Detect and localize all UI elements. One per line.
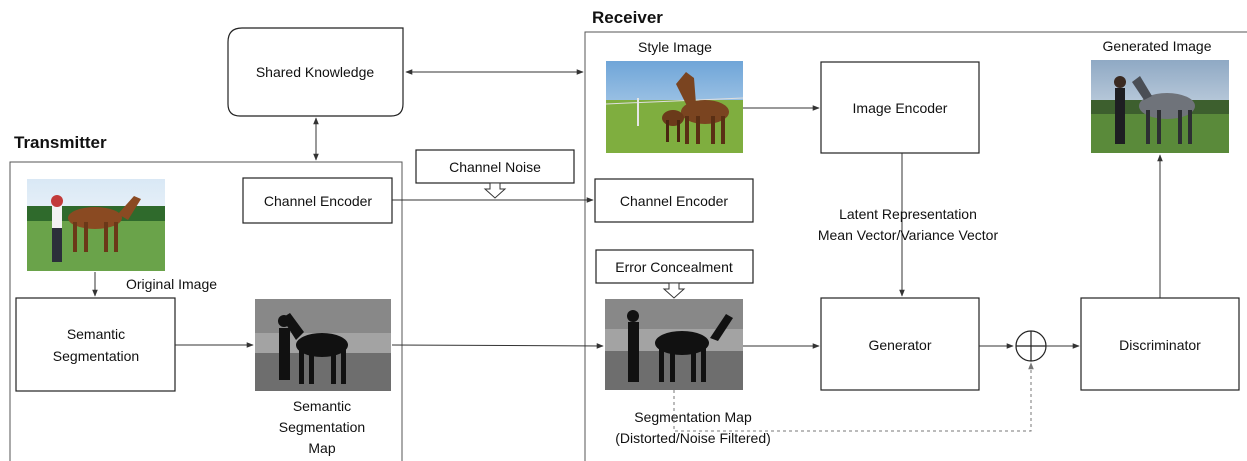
semantic-segmentation-box[interactable]: Semantic Segmentation (15, 297, 176, 392)
original-image (27, 179, 165, 271)
svg-text:Channel Encoder: Channel Encoder (264, 193, 373, 209)
segmentation-map-label-2: (Distorted/Noise Filtered) (615, 430, 771, 446)
svg-text:Generator: Generator (868, 337, 931, 353)
style-image (605, 61, 744, 153)
generator-box[interactable]: Generator (820, 297, 980, 391)
receiver-panel (584, 31, 1247, 461)
svg-text:Error Concealment: Error Concealment (615, 259, 733, 275)
svg-text:Image Encoder: Image Encoder (853, 100, 948, 116)
segmentation-skip-path (673, 362, 1034, 432)
semantic-segmentation-map-label-1: Semantic (293, 398, 351, 414)
circle-plus-icon (1015, 330, 1047, 362)
image-encoder-box[interactable]: Image Encoder (820, 61, 980, 154)
error-concealment-arrow-icon (662, 282, 686, 299)
svg-text:Channel Noise: Channel Noise (449, 159, 541, 175)
received-segmentation-map-image (605, 299, 743, 390)
transmitter-title: Transmitter (14, 133, 107, 152)
transmitter-channel-encoder-box[interactable]: Channel Encoder (242, 177, 393, 224)
shared-knowledge-label: Shared Knowledge (256, 64, 375, 80)
svg-text:Discriminator: Discriminator (1119, 337, 1201, 353)
semantic-segmentation-map-image (255, 299, 391, 391)
segmentation-map-label-1: Segmentation Map (634, 409, 752, 425)
error-concealment-box[interactable]: Error Concealment (595, 249, 754, 284)
svg-text:Semantic: Semantic (67, 326, 125, 342)
shared-knowledge-node[interactable]: Shared Knowledge (227, 27, 404, 117)
transmitter-panel (9, 161, 403, 461)
svg-text:Channel Encoder: Channel Encoder (620, 193, 729, 209)
semantic-segmentation-map-label-3: Map (308, 440, 335, 456)
svg-text:Segmentation: Segmentation (53, 348, 139, 364)
receiver-title: Receiver (592, 8, 663, 27)
generated-image-label: Generated Image (1103, 38, 1212, 54)
style-image-label: Style Image (638, 39, 712, 55)
original-image-label: Original Image (126, 276, 217, 292)
discriminator-box[interactable]: Discriminator (1080, 297, 1240, 391)
latent-representation-label-2: Mean Vector/Variance Vector (818, 227, 999, 243)
latent-representation-label-1: Latent Representation (839, 206, 977, 222)
semantic-segmentation-map-label-2: Segmentation (279, 419, 365, 435)
channel-noise-arrow-icon (483, 182, 507, 199)
channel-noise-box[interactable]: Channel Noise (415, 149, 575, 184)
generated-image (1091, 60, 1229, 153)
receiver-channel-encoder-box[interactable]: Channel Encoder (594, 178, 754, 223)
